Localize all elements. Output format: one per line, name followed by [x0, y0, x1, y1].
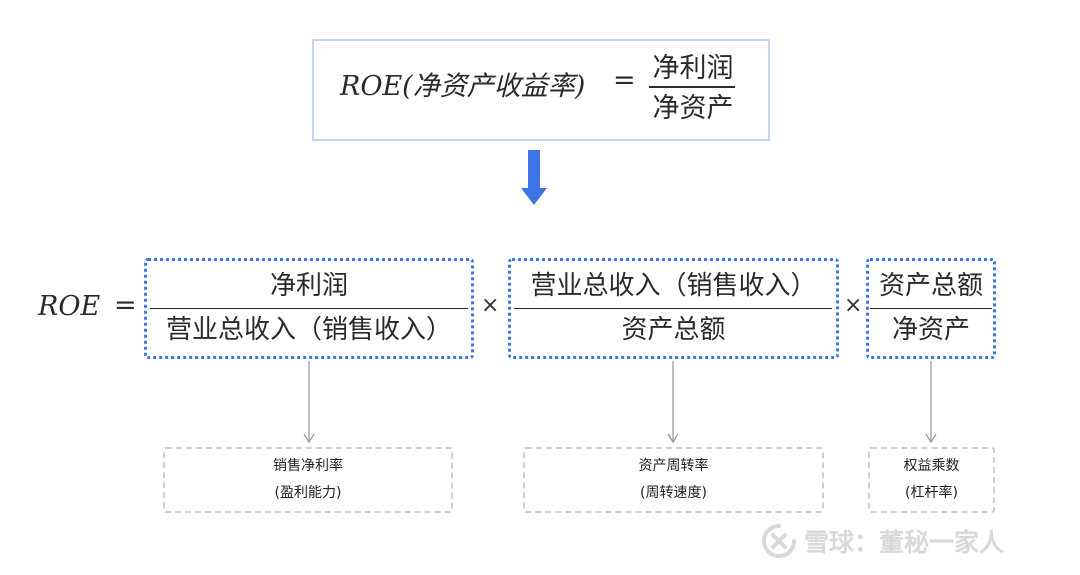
multiply-sign-2: × [844, 293, 863, 318]
watermark-text: 雪球：董秘一家人 [804, 528, 1005, 557]
factor-box-profit-margin [144, 258, 474, 359]
factor-1-numerator: 净利润 [269, 271, 348, 301]
label-box-equity-multiplier: 权益乘数 (杠杆率) [868, 447, 995, 513]
factor-box-asset-turnover [508, 258, 839, 359]
label-1-subtitle: (盈利能力) [274, 485, 342, 501]
label-2-subtitle: (周转速度) [640, 485, 707, 501]
down-arrow-icon [521, 150, 547, 205]
factor-2-denominator: 资产总额 [621, 315, 726, 345]
top-formula-lhs-text: ROE(净资产收益率) [340, 71, 586, 102]
connector-arrow-3 [925, 361, 937, 444]
label-2-title: 资产周转率 [638, 458, 709, 474]
top-formula-fraction-bar [649, 86, 735, 88]
label-3-title: 权益乘数 [903, 458, 960, 474]
roe-equals: = [114, 290, 137, 321]
top-formula-box [312, 39, 770, 141]
factor-1-fraction-bar [150, 308, 468, 309]
top-formula-lhs: ROE(净资产收益率) [340, 64, 585, 103]
connector-arrow-1 [303, 361, 315, 444]
watermark: 雪球：董秘一家人 [760, 519, 1004, 563]
factor-2-numerator: 营业总收入（销售收入） [530, 271, 817, 301]
label-box-profit-margin: 销售净利率 (盈利能力) [163, 447, 453, 513]
top-formula-denominator: 净资产 [652, 93, 734, 124]
label-3-subtitle: (杠杆率) [905, 485, 958, 501]
factor-box-equity-multiplier [866, 258, 996, 359]
roe-label: ROE [38, 291, 101, 322]
factor-3-fraction-bar [870, 308, 992, 309]
factor-3-denominator: 净资产 [891, 315, 970, 345]
connector-arrow-2 [667, 361, 679, 444]
label-box-asset-turnover: 资产周转率 (周转速度) [523, 447, 824, 513]
top-formula-numerator: 净利润 [652, 53, 734, 84]
factor-1-denominator: 营业总收入（销售收入） [165, 315, 452, 345]
factor-2-fraction-bar [514, 308, 832, 309]
label-1-title: 销售净利率 [273, 458, 343, 474]
multiply-sign-1: × [481, 293, 500, 318]
snowball-logo-icon [761, 524, 796, 559]
factor-3-numerator: 资产总额 [878, 271, 983, 301]
top-formula-equals: = [613, 65, 636, 96]
